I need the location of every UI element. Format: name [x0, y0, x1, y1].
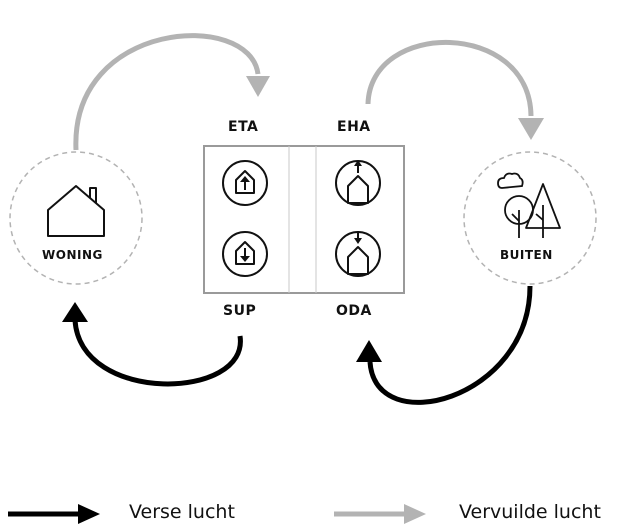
oda-house-arrow-down-icon: [335, 231, 381, 277]
legend-fresh-arrowhead: [78, 504, 100, 524]
trees-icon: [504, 183, 561, 238]
legend-used-arrowhead: [404, 504, 426, 524]
cloud-icon: [497, 172, 524, 189]
sup-house-arrow-down-icon: [222, 231, 268, 277]
house-icon: [47, 185, 105, 237]
legend-used-label: Vervuilde lucht: [459, 501, 601, 523]
legend-fresh-label: Verse lucht: [129, 501, 235, 523]
node-label-woning: WONING: [42, 248, 103, 262]
used-air-arrowhead-eta: [246, 76, 270, 97]
port-label-eta: ETA: [228, 119, 259, 135]
fresh-air-arrow-buiten-oda: [367, 285, 533, 405]
fresh-air-arrow-sup-woning: [72, 319, 243, 387]
buiten-circle: [463, 151, 597, 285]
node-label-buiten: BUITEN: [500, 248, 553, 262]
fresh-air-arrowhead-oda: [356, 340, 382, 362]
port-label-oda: ODA: [336, 303, 372, 319]
ventilation-unit: [203, 145, 405, 294]
used-air-arrow-woning-eta: [73, 33, 261, 151]
used-air-arrowhead-buiten: [518, 118, 544, 140]
used-air-arrow-eha-buiten: [365, 39, 534, 117]
eta-house-arrow-up-icon: [222, 160, 268, 206]
fresh-air-arrowhead-woning: [62, 302, 88, 322]
port-label-eha: EHA: [337, 119, 371, 135]
port-label-sup: SUP: [223, 303, 257, 319]
eha-house-arrow-up-icon: [335, 160, 381, 206]
woning-circle: [9, 151, 143, 285]
